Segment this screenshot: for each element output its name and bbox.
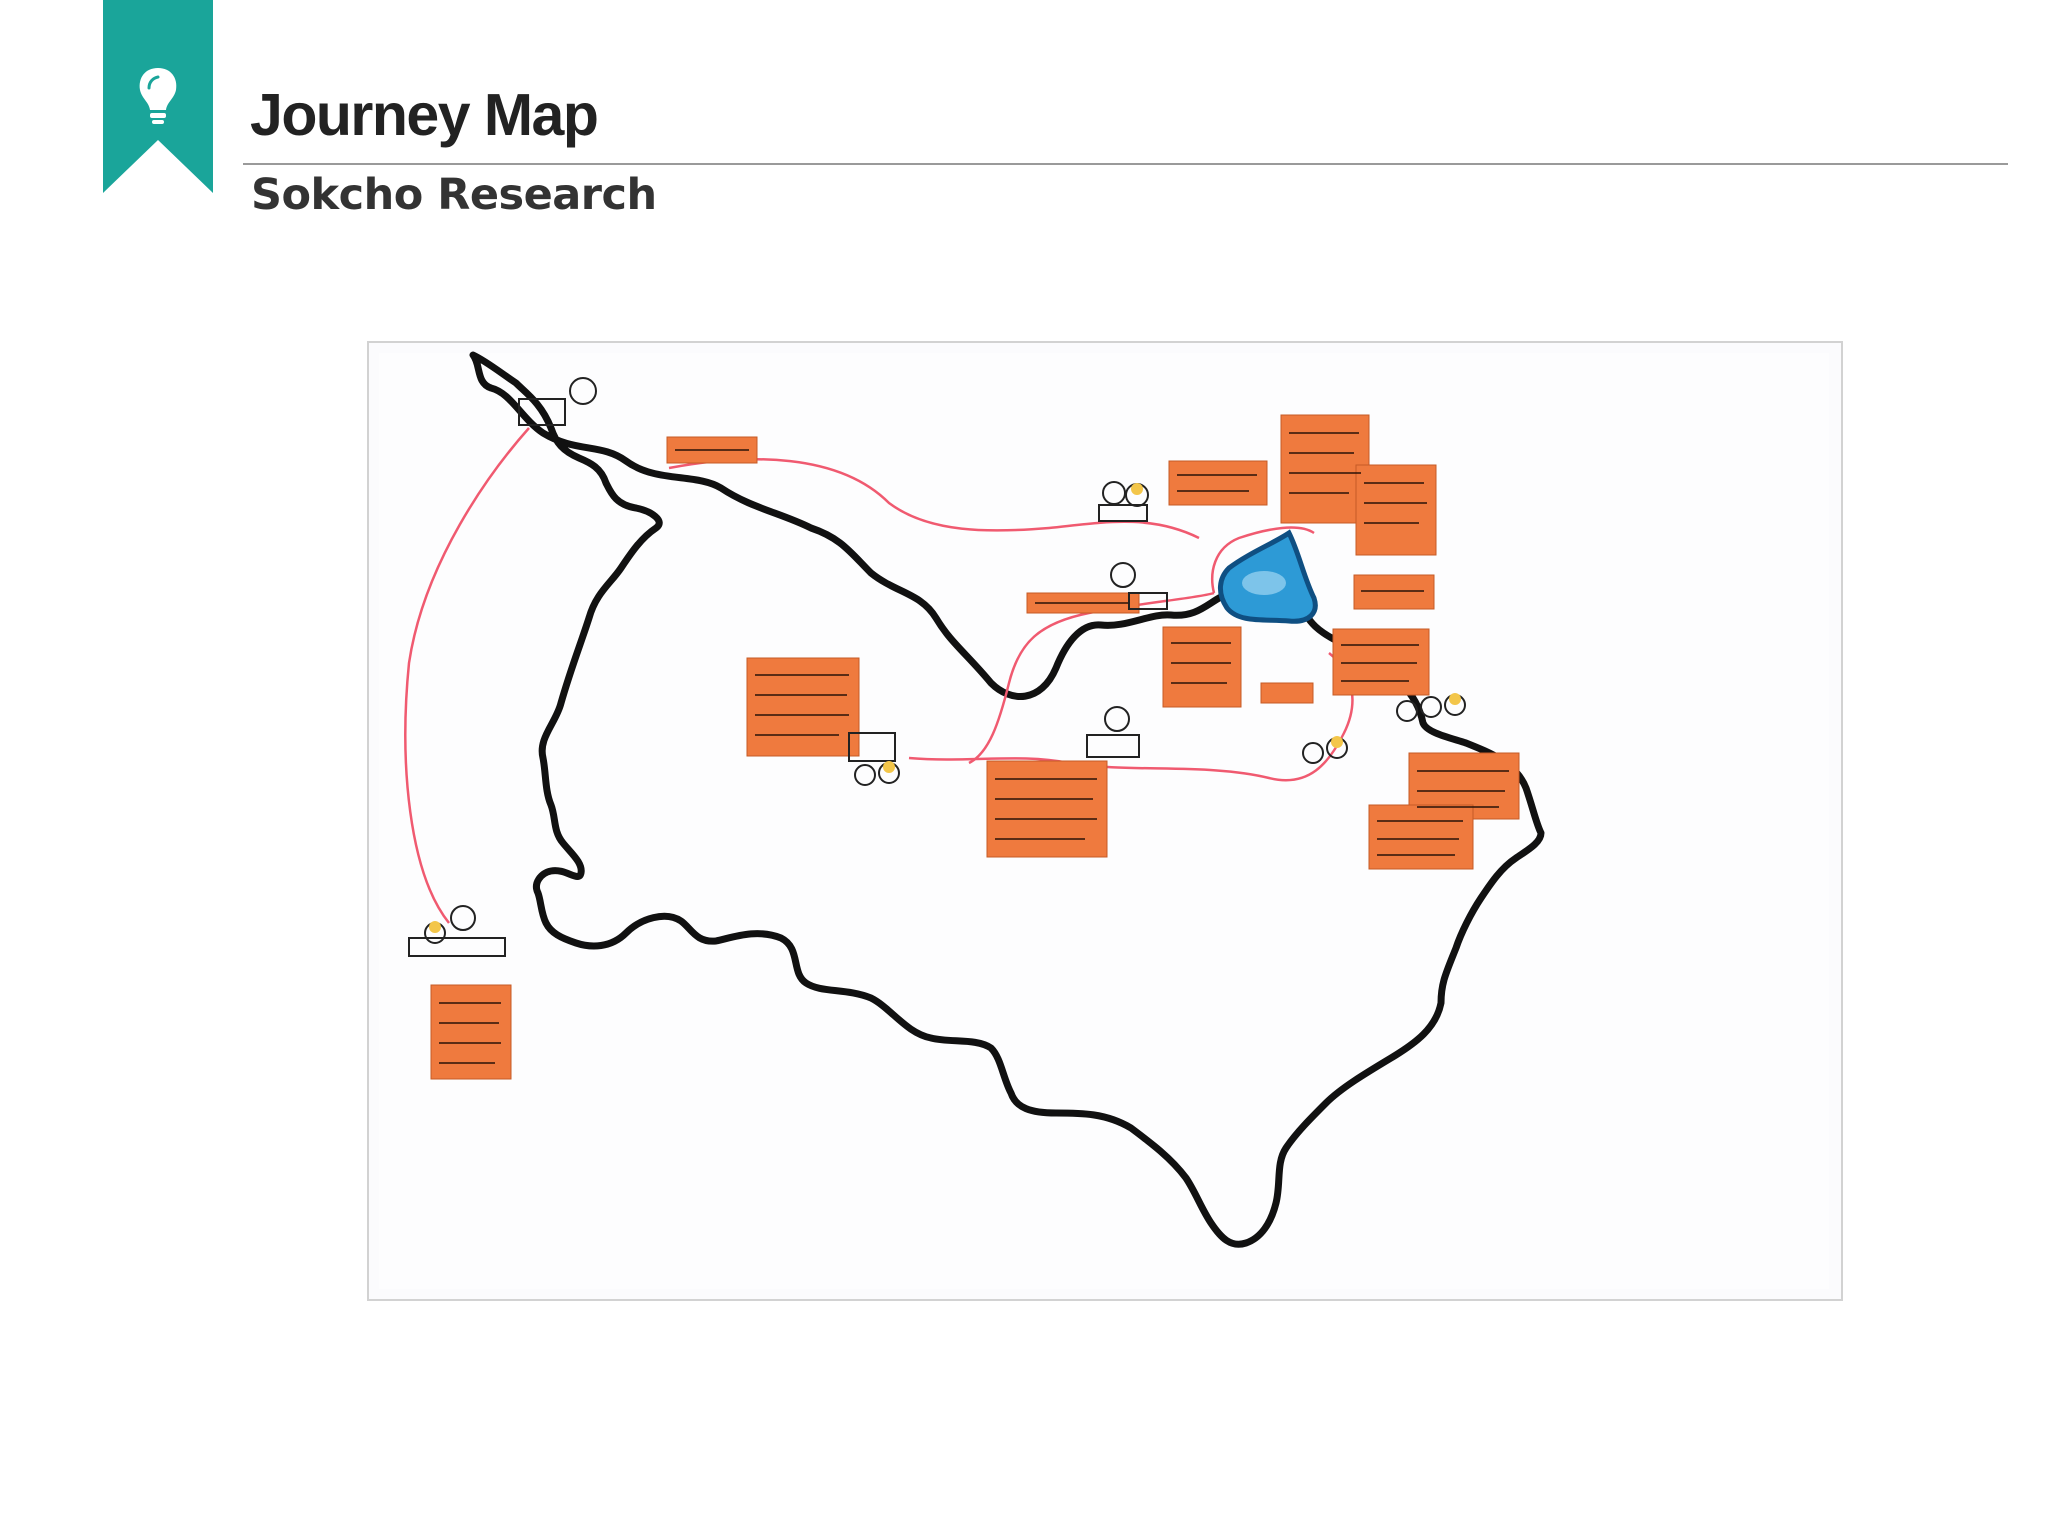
- doodle-figures: [408, 377, 1466, 957]
- yellow-hair-accents: [429, 483, 1461, 933]
- page-subtitle: Sokcho Research: [251, 170, 657, 220]
- region-outline: [469, 351, 1545, 1248]
- journey-map-image: [367, 341, 1843, 1301]
- lightbulb-icon: [139, 68, 177, 124]
- sticky-notes: [430, 414, 1520, 1080]
- bookmark-ribbon: [103, 0, 213, 193]
- note-scribbles: [439, 432, 1509, 1064]
- title-divider: [243, 163, 2008, 165]
- page-title: Journey Map: [250, 82, 599, 148]
